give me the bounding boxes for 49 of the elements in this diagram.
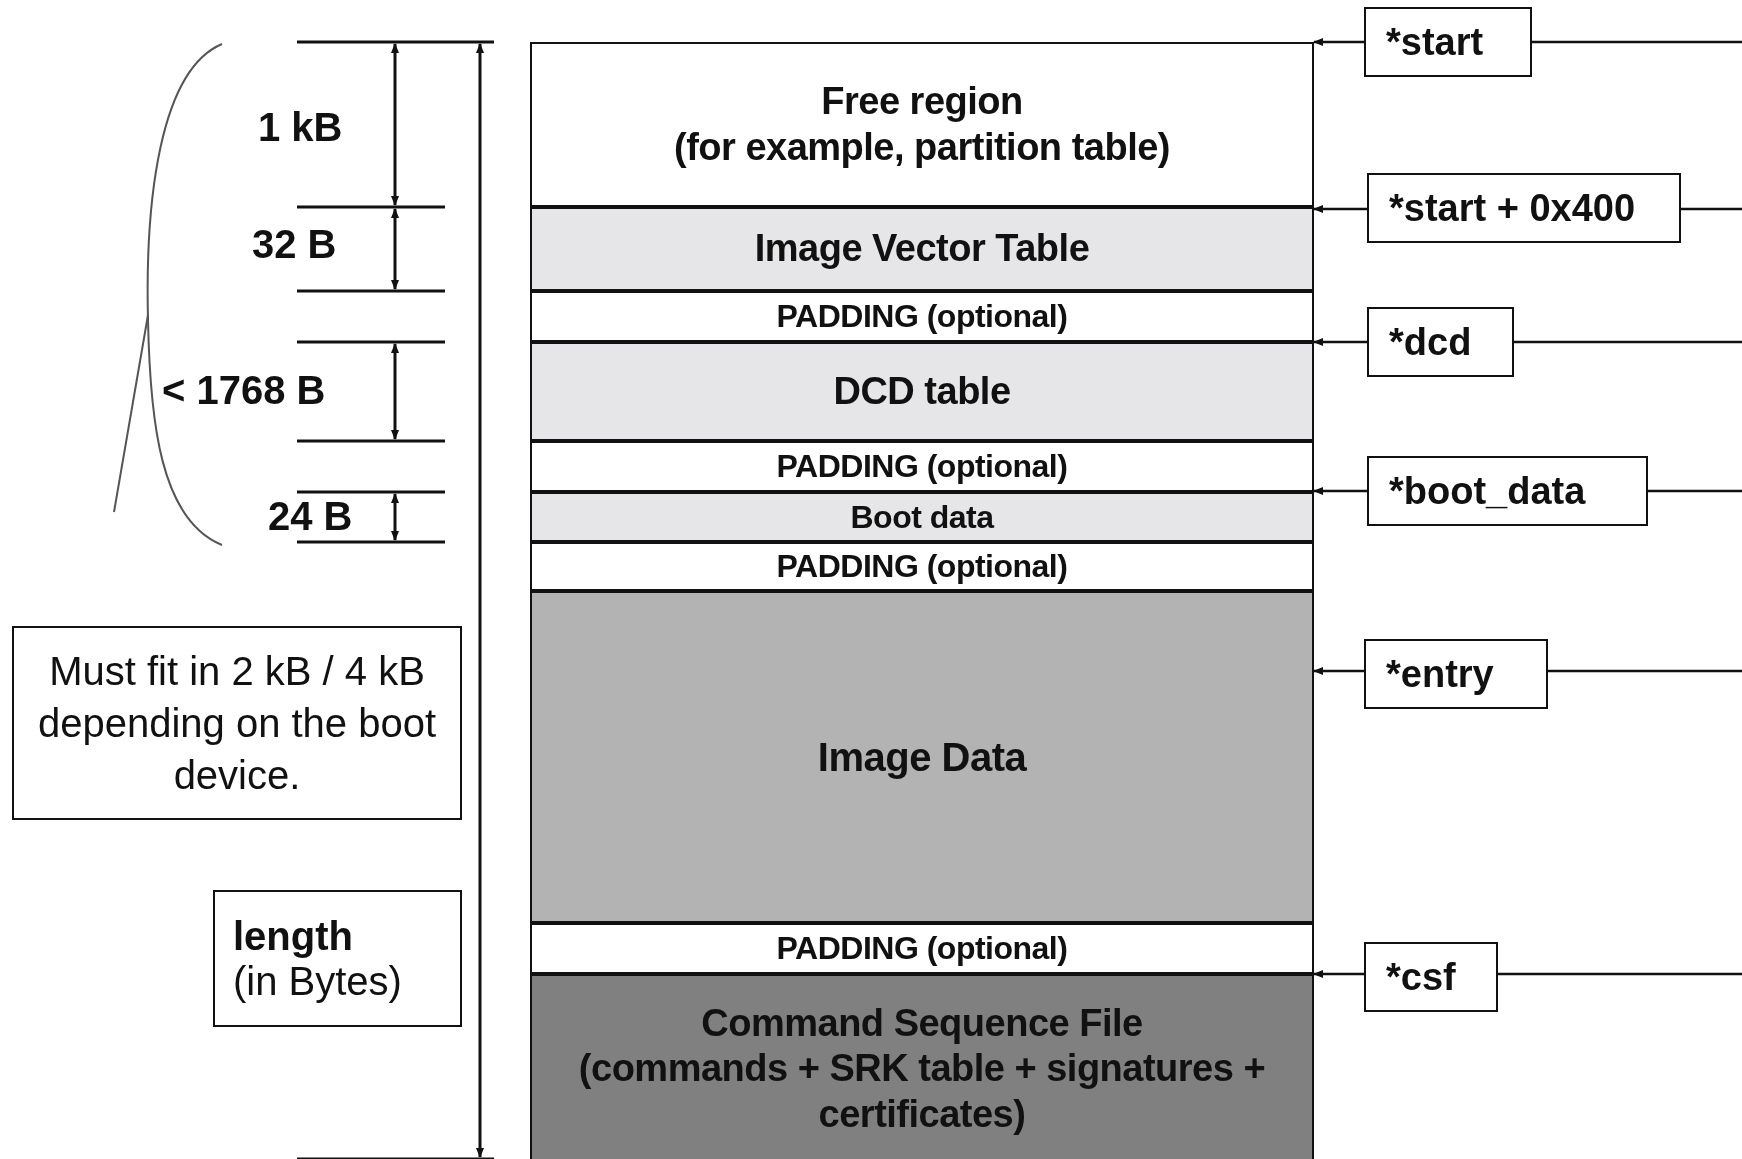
pointer-box bbox=[1364, 942, 1498, 1012]
label: *start + 0x400 bbox=[1389, 186, 1636, 230]
label: Must fit in 2 kB / 4 kB depending on the boot device. bbox=[36, 648, 438, 799]
arrow bbox=[1313, 487, 1367, 495]
dimension-label: 1 kB bbox=[258, 105, 343, 150]
label: *csf bbox=[1386, 955, 1456, 999]
arrow bbox=[1313, 338, 1367, 346]
region-title: DCD table bbox=[833, 368, 1011, 414]
memory-region bbox=[530, 342, 1314, 441]
dimension-label: 24 B bbox=[268, 494, 353, 539]
region-title: Free region bbox=[821, 78, 1023, 124]
region-title: PADDING (optional) bbox=[776, 447, 1068, 486]
region-title: Image Data bbox=[817, 734, 1027, 781]
note-box bbox=[12, 626, 462, 820]
arrow bbox=[1313, 38, 1364, 46]
region-description: (for example, partition table) bbox=[674, 124, 1170, 170]
pointer-box bbox=[1364, 639, 1548, 709]
legend-box bbox=[213, 890, 462, 1027]
label: *dcd bbox=[1389, 320, 1472, 364]
pointer-box bbox=[1364, 7, 1532, 77]
region-title: Command Sequence File bbox=[701, 1000, 1143, 1046]
label: *entry bbox=[1386, 652, 1494, 696]
arrow bbox=[1313, 205, 1367, 213]
memory-region bbox=[530, 291, 1314, 342]
memory-region bbox=[530, 492, 1314, 542]
pointer-box bbox=[1367, 307, 1514, 377]
dimension-label: 32 B bbox=[252, 222, 337, 267]
region-description: (commands + SRK table + signatures + certificates) bbox=[577, 1046, 1267, 1137]
memory-region bbox=[530, 591, 1314, 923]
memory-region bbox=[530, 207, 1314, 291]
region-title: PADDING (optional) bbox=[776, 929, 1068, 968]
arrow bbox=[1313, 667, 1364, 675]
memory-region bbox=[530, 974, 1314, 1159]
legend-unit: (in Bytes) bbox=[233, 958, 402, 1004]
arrow bbox=[1313, 970, 1364, 978]
memory-region bbox=[530, 923, 1314, 974]
region-title: Image Vector Table bbox=[754, 226, 1090, 272]
region-title: PADDING (optional) bbox=[776, 547, 1068, 586]
dimension-label: < 1768 B bbox=[162, 368, 326, 413]
label: *start bbox=[1386, 20, 1484, 64]
region-title: PADDING (optional) bbox=[776, 297, 1068, 336]
region-title: Boot data bbox=[850, 497, 994, 537]
memory-region bbox=[530, 42, 1314, 207]
pointer-box bbox=[1367, 173, 1681, 243]
memory-region bbox=[530, 441, 1314, 492]
pointer-box bbox=[1367, 456, 1648, 526]
legend-title: length bbox=[233, 913, 353, 959]
label: *boot_data bbox=[1389, 469, 1586, 513]
memory-region bbox=[530, 542, 1314, 591]
